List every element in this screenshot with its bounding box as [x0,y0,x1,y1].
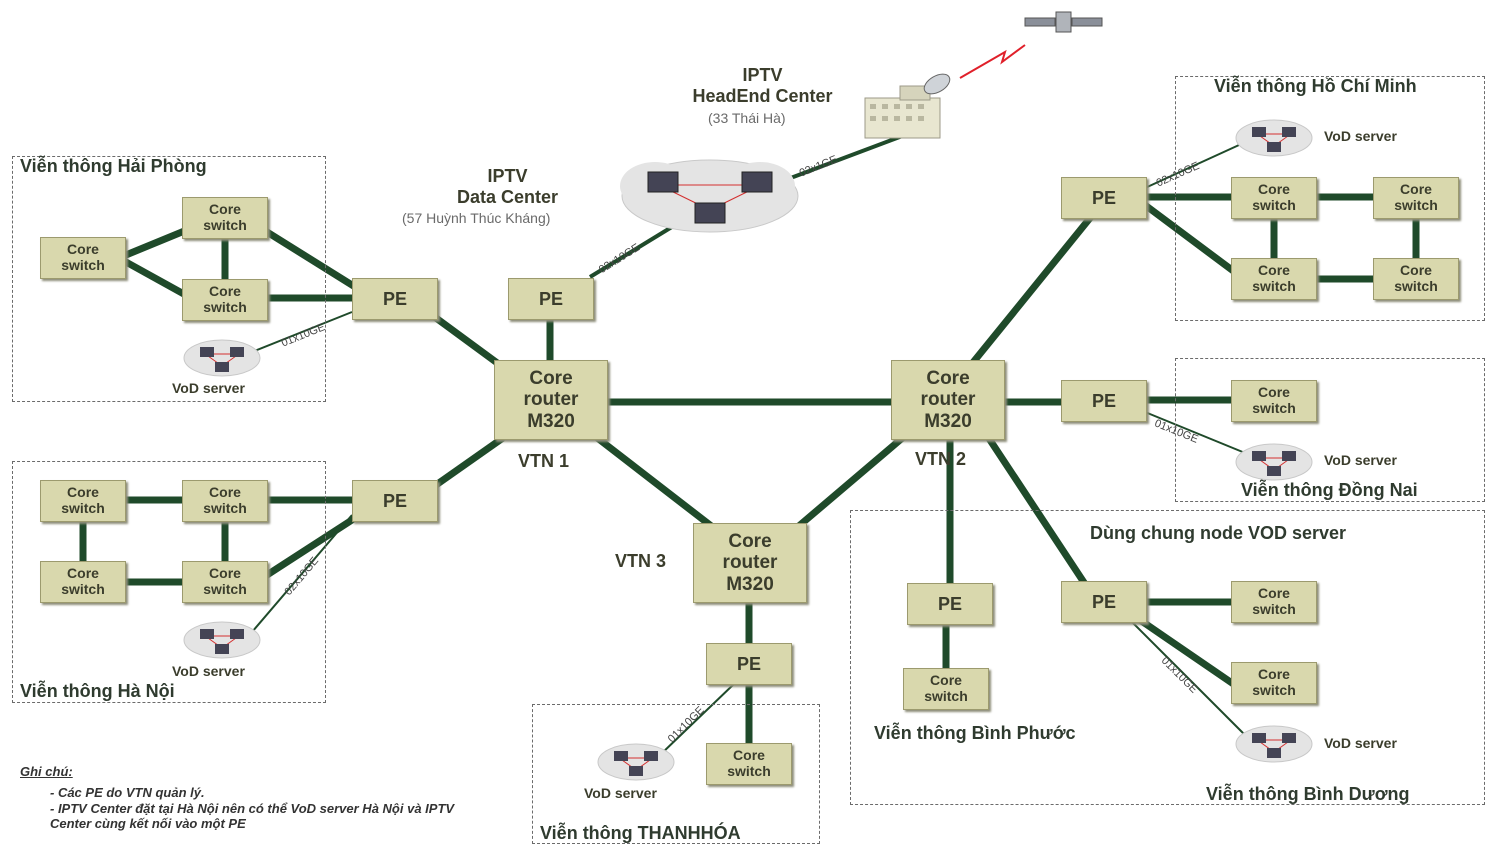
core-switch-hcm-1[interactable]: Core switch [1231,177,1317,219]
lightning-icon [959,44,1026,79]
link-hp-sw [121,257,187,298]
link-dn-pe-vod [1144,411,1251,456]
note-line: - Các PE do VTN quản lý. [50,785,205,800]
region-hai-phong [12,156,326,402]
vod-server-label: VoD server [172,380,245,396]
region-label-binh-phuoc: Viễn thông Bình Phước [874,723,1076,743]
vod-server-label: VoD server [1324,128,1397,144]
link-hp-sw-pe [262,227,357,290]
region-dong-nai [1175,358,1485,502]
region-label-hai-phong: Viễn thông Hải Phòng [20,156,207,176]
region-ho-chi-minh [1175,76,1485,321]
pe-binh-phuoc[interactable]: PE [907,583,993,625]
link-dc-headend [771,133,906,187]
core-router-vtn1[interactable]: Core router M320 [494,360,608,440]
link-hn-pe-vod [251,514,353,633]
region-label-ha-noi: Viễn thông Hà Nội [20,681,175,701]
core-switch-thanh-hoa[interactable]: Core switch [706,743,792,785]
core-switch-hn-3[interactable]: Core switch [40,561,126,603]
core-switch-hn-1[interactable]: Core switch [40,480,126,522]
headend-title: IPTV HeadEnd Center [692,65,833,106]
link-vtn1-pe-hp [431,313,505,370]
link-th-pe-vod [659,682,736,756]
region-label-ho-chi-minh: Viễn thông Hồ Chí Minh [1214,76,1417,96]
core-switch-dong-nai[interactable]: Core switch [1231,380,1317,422]
core-switch-bd-2[interactable]: Core switch [1231,662,1317,704]
link-hn-sw-pe [262,515,357,580]
vod-server-icon[interactable] [180,336,264,380]
region-label-dong-nai: Viễn thông Đồng Nai [1241,480,1418,500]
notes-box: Ghi chú: - Các PE do VTN quản lý. - IPTV… [20,764,520,832]
cloud-icon [620,159,799,233]
core-switch-hcm-3[interactable]: Core switch [1231,258,1317,300]
link-bd-pe-sw [1135,615,1237,688]
pe-hai-phong[interactable]: PE [352,278,438,320]
core-switch-hcm-4[interactable]: Core switch [1373,258,1459,300]
core-router-vtn3[interactable]: Core router M320 [693,523,807,603]
vtn1-label: VTN 1 [518,451,570,471]
link-vtn2-pe-hcm [970,213,1095,365]
pe-ho-chi-minh[interactable]: PE [1061,177,1147,219]
satellite-icon [1024,11,1103,33]
pe-dong-nai[interactable]: PE [1061,380,1147,422]
link-hp-pe-vod [251,311,353,353]
note-line: - IPTV Center đặt tại Hà Nội nên có thể … [50,801,455,831]
region-label-thanh-hoa: Viễn thông THANHHÓA [540,823,741,843]
vod-server-label: VoD server [1324,735,1397,751]
notes-title: Ghi chú: [20,764,73,779]
building-icon [864,73,951,139]
link-vtn1-pe-hn [431,435,505,490]
vod-server-label: VoD server [172,663,245,679]
datacenter-address: (57 Huỳnh Thúc Kháng) [402,210,551,226]
region-thanh-hoa [532,704,820,844]
vod-server-icon[interactable] [180,618,264,662]
region-label-binh-duong: Viễn thông Bình Dương [1206,784,1410,804]
region-ha-noi [12,461,326,703]
core-switch-hn-4[interactable]: Core switch [182,561,268,603]
vod-server-label: VoD server [1324,452,1397,468]
link-hp-sw [121,227,187,260]
region-label-shared-vod: Dùng chung node VOD server [1090,523,1347,543]
link-hcm-pe-sw [1140,200,1237,275]
core-switch-hp-1[interactable]: Core switch [40,237,126,279]
region-shared-vod [850,510,1485,805]
vod-server-icon[interactable] [1232,722,1316,766]
core-switch-binh-phuoc[interactable]: Core switch [903,668,989,710]
pe-binh-duong[interactable]: PE [1061,581,1147,623]
link-vtn1-vtn3 [595,435,715,530]
pe-thanh-hoa[interactable]: PE [706,643,792,685]
core-switch-hcm-2[interactable]: Core switch [1373,177,1459,219]
headend-address: (33 Thái Hà) [708,110,786,126]
link-hcm-pe-vod [1144,139,1251,189]
core-switch-hn-2[interactable]: Core switch [182,480,268,522]
vod-server-icon[interactable] [1232,116,1316,160]
core-router-vtn2[interactable]: Core router M320 [891,360,1005,440]
vtn2-label: VTN 2 [915,449,967,469]
core-switch-bd-1[interactable]: Core switch [1231,581,1317,623]
core-switch-hp-3[interactable]: Core switch [182,279,268,321]
vod-server-label: VoD server [584,785,657,801]
link-bd-pe-vod [1129,619,1251,741]
pe-datacenter[interactable]: PE [508,278,594,320]
link-vtn2-vtn3 [795,435,905,530]
datacenter-title: IPTV Data Center [456,166,559,207]
link-pe-datacenter [588,220,682,279]
vod-server-icon[interactable] [1232,440,1316,484]
link-vtn2-pe-bd [985,435,1090,589]
pe-ha-noi[interactable]: PE [352,480,438,522]
vtn3-label: VTN 3 [615,551,667,571]
vod-server-icon[interactable] [594,740,678,784]
core-switch-hp-2[interactable]: Core switch [182,197,268,239]
